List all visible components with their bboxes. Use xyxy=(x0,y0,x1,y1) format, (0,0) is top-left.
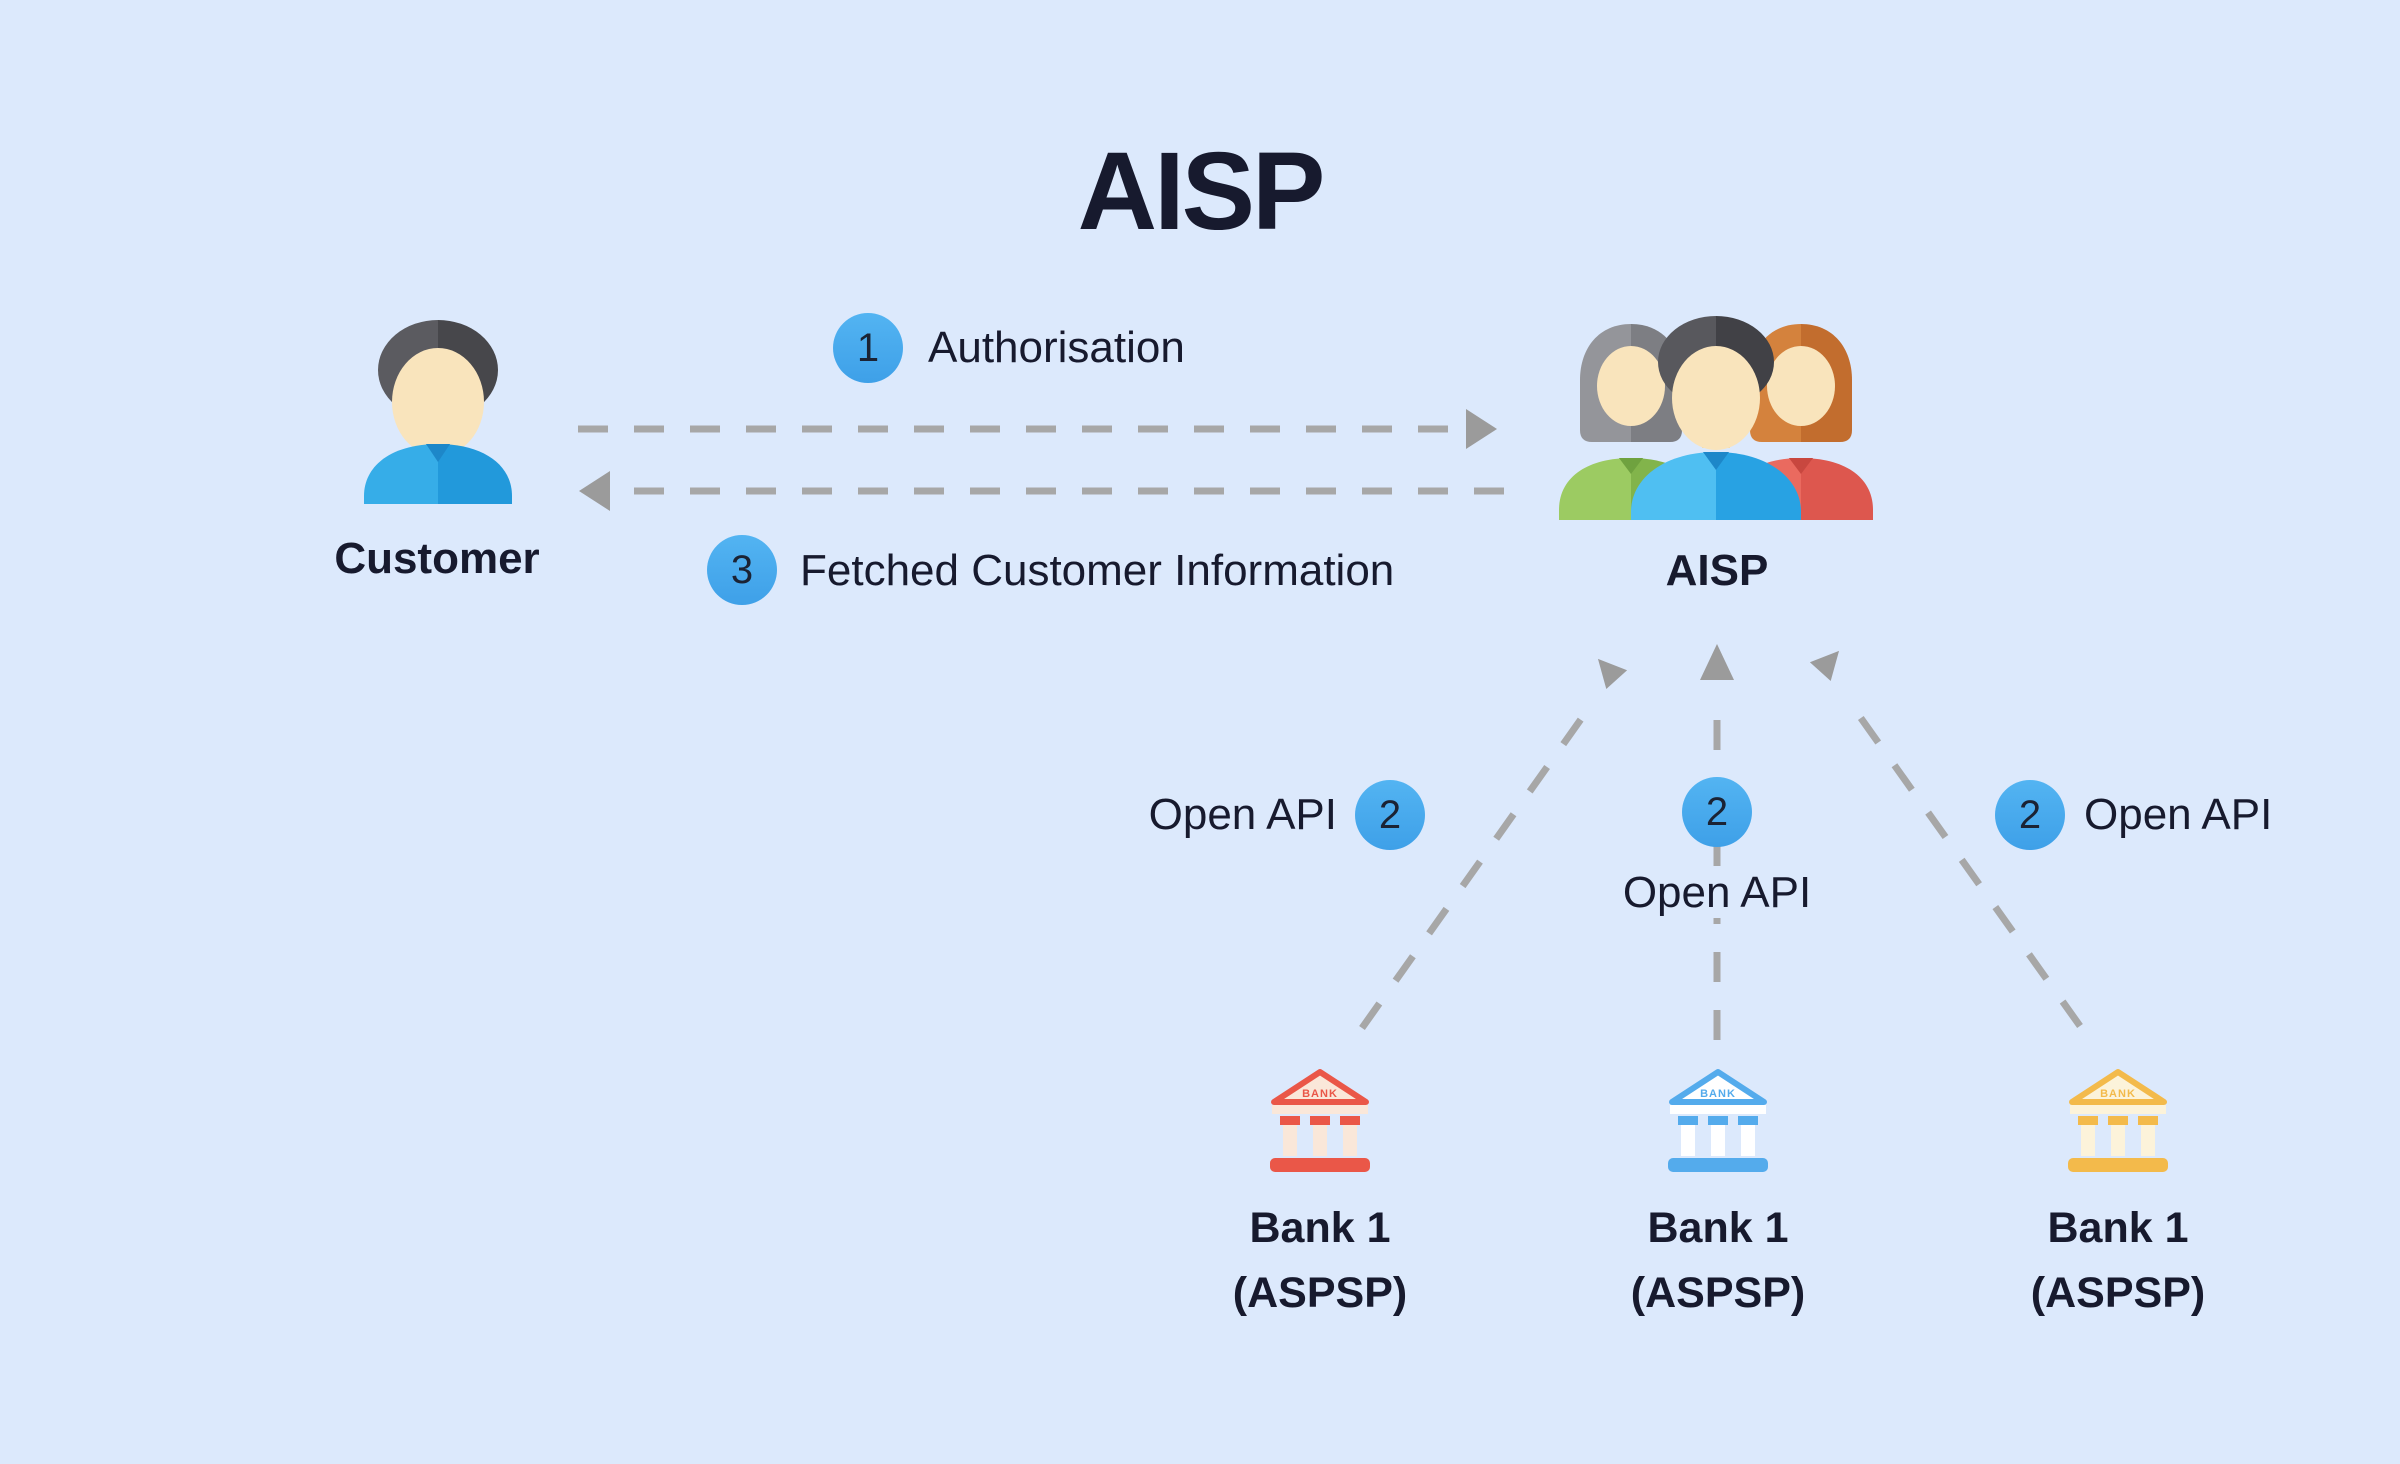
step-1-number: 1 xyxy=(856,325,880,370)
arrow-bank-right-to-aisp xyxy=(1809,650,2083,1029)
bank-subtitle: (ASPSP) xyxy=(1630,1269,1806,1317)
open-api-label-left: Open API xyxy=(1148,790,1337,839)
bank-sign-text: BANK xyxy=(1302,1088,1338,1100)
open-api-number-right: 2 xyxy=(2018,792,2042,837)
step-3-badge: 3 xyxy=(707,535,777,605)
customer-icon xyxy=(364,320,512,504)
open-api-number-left: 2 xyxy=(1378,792,1402,837)
arrow-bank-middle-to-aisp xyxy=(1700,644,1734,1040)
open-api-badge-middle: 2 xyxy=(1682,777,1752,847)
step-1-badge: 1 xyxy=(833,313,903,383)
bank-card-middle: BANK Bank 1 (ASPSP) xyxy=(1548,1068,1888,1318)
aisp-label: AISP xyxy=(1665,546,1769,595)
page-title: AISP xyxy=(1077,130,1326,253)
bank-name: Bank 1 xyxy=(2047,1204,2189,1252)
open-api-badge-right: 2 xyxy=(1995,780,2065,850)
step-3-label: Fetched Customer Information xyxy=(800,546,1395,595)
bank-icon: BANK xyxy=(1668,1069,1768,1172)
bank-icon: BANK xyxy=(1270,1069,1370,1172)
aisp-group-icon xyxy=(1559,316,1873,520)
bank-subtitle: (ASPSP) xyxy=(1232,1269,1408,1317)
customer-label: Customer xyxy=(334,534,540,583)
arrow-aisp-to-customer xyxy=(579,471,1504,511)
bank-card-right: BANK Bank 1 (ASPSP) xyxy=(1948,1068,2288,1318)
bank-name: Bank 1 xyxy=(1647,1204,1789,1252)
open-api-number-middle: 2 xyxy=(1705,789,1729,834)
bank-sign-text: BANK xyxy=(2100,1088,2136,1100)
bank-icon: BANK xyxy=(2068,1069,2168,1172)
open-api-badge-left: 2 xyxy=(1355,780,1425,850)
arrow-customer-to-aisp xyxy=(578,409,1497,449)
bank-sign-text: BANK xyxy=(1700,1088,1736,1100)
step-3-number: 3 xyxy=(730,547,754,592)
open-api-label-middle: Open API xyxy=(1608,868,1826,918)
aisp-person-center xyxy=(1631,316,1801,520)
step-1-label: Authorisation xyxy=(928,323,1185,372)
bank-subtitle: (ASPSP) xyxy=(2030,1269,2206,1317)
bank-card-left: BANK Bank 1 (ASPSP) xyxy=(1150,1068,1490,1318)
open-api-label-right: Open API xyxy=(2084,790,2273,839)
bank-name: Bank 1 xyxy=(1249,1204,1391,1252)
arrow-bank-left-to-aisp xyxy=(1359,658,1628,1031)
